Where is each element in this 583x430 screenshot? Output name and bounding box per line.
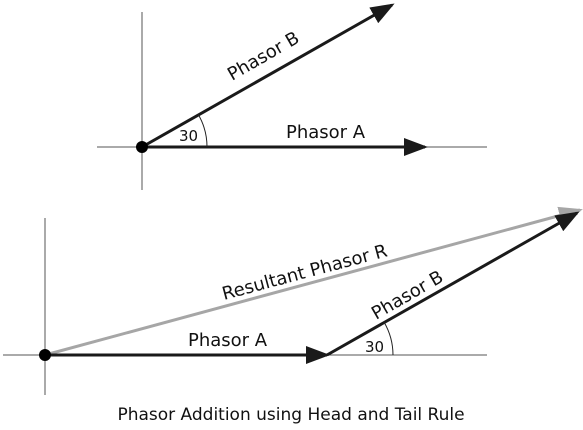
- top-phasor-a-label: Phasor A: [286, 122, 366, 143]
- diagram-caption: Phasor Addition using Head and Tail Rule: [117, 405, 464, 425]
- bottom-phasor-a-label: Phasor A: [188, 330, 268, 351]
- top-angle-label: 30: [179, 127, 198, 145]
- top-angle-arc: [197, 113, 208, 148]
- bottom-phasor-b-label: Phasor B: [368, 267, 447, 325]
- top-phasor-b-arrow: [141, 3, 395, 149]
- bottom-phasor-b-arrow: [326, 211, 580, 357]
- bottom-angle-arc: [383, 321, 394, 356]
- top-origin-dot: [136, 141, 148, 153]
- bottom-diagram: 30 Phasor A Phasor B Resultant Phasor R: [3, 206, 583, 395]
- bottom-resultant-arrow: [44, 206, 583, 357]
- top-diagram: 30 Phasor A Phasor B: [97, 3, 487, 190]
- bottom-origin-dot: [39, 349, 51, 361]
- bottom-resultant-label: Resultant Phasor R: [220, 241, 390, 305]
- bottom-angle-label: 30: [365, 338, 384, 356]
